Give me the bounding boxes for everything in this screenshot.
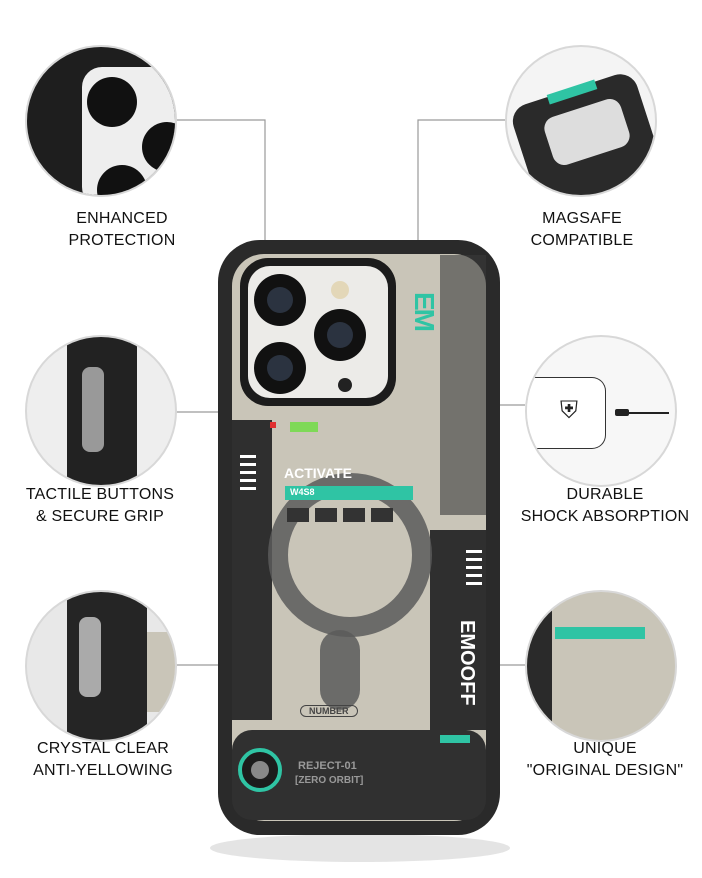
- closeup-shock-circle: ⛨: [525, 335, 677, 487]
- phone-shadow: [210, 834, 510, 862]
- phone-brand-vertical: EMOOFF: [456, 620, 478, 706]
- closeup-camera-circle: [25, 45, 177, 197]
- phone-logo: EM: [409, 292, 440, 330]
- connector-enhanced-protection: [175, 119, 266, 290]
- shield-icon: ⛨: [560, 397, 578, 424]
- closeup-grip-circle: [25, 590, 177, 742]
- phone-reject-text: REJECT-01: [298, 760, 357, 772]
- connector-magsafe: [417, 119, 505, 265]
- cable-icon: [615, 409, 629, 416]
- feature-label-tactile-buttons: TACTILE BUTTONS& SECURE GRIP: [25, 486, 175, 525]
- phone-case: [218, 240, 500, 835]
- phone-bar-text: NUMBER: [300, 705, 358, 717]
- phone-badge-text: W4S8: [290, 487, 315, 497]
- phone-activate-text: ACTIVATE: [284, 465, 352, 481]
- phone-sub-text: [ZERO ORBIT]: [295, 775, 364, 786]
- closeup-magsafe-circle: [505, 45, 657, 197]
- closeup-design-circle: [525, 590, 677, 742]
- closeup-buttons-circle: [25, 335, 177, 487]
- feature-label-original-design: UNIQUE"ORIGINAL DESIGN": [526, 740, 684, 779]
